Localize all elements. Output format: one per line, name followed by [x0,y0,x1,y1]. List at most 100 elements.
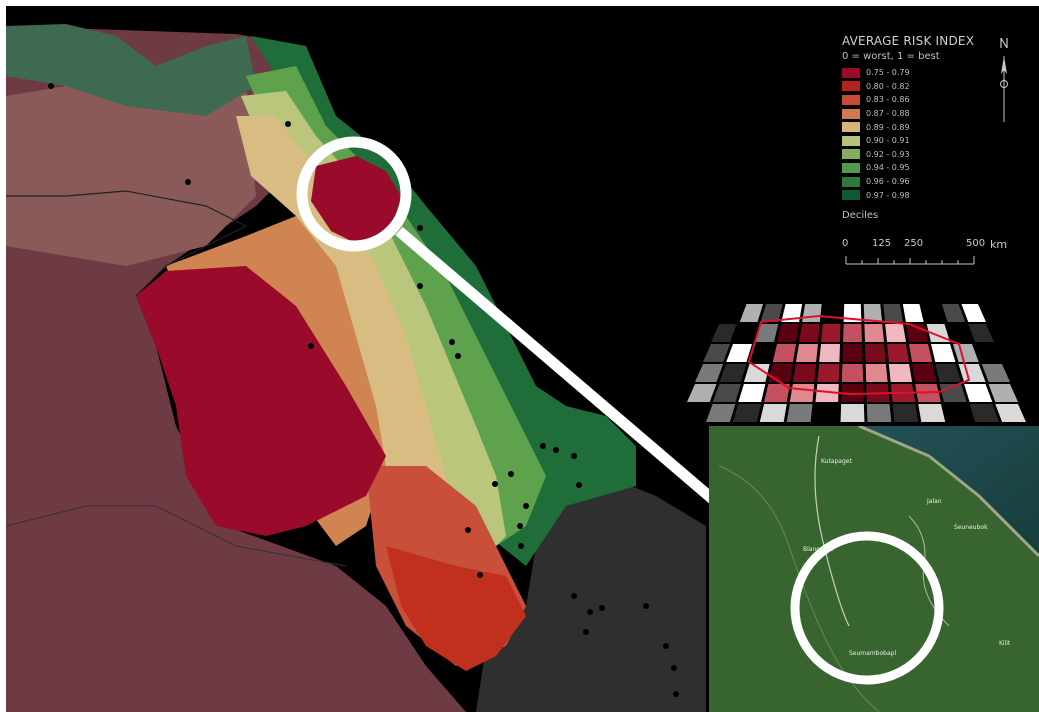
legend-class-row: 0.80 - 0.82 [842,80,1032,94]
neighbor-land-north [6,24,256,116]
legend-class-row: 0.89 - 0.89 [842,120,1032,134]
risk-zone-091 [241,91,506,566]
north-arrow-icon [1000,37,1008,122]
legend-classification: Deciles [842,209,879,221]
legend-class-label: 0.87 - 0.88 [866,109,910,119]
legend-class-row: 0.75 - 0.79 [842,66,1032,80]
grid-tile [968,324,994,342]
scale-tick-0: 0 [842,238,849,249]
neighbor-land-gray [476,476,706,712]
grid-tile [703,344,730,362]
legend-swatch [842,162,860,173]
legend-swatch [842,67,860,78]
grid-tile [789,384,815,402]
legend-swatch [842,176,860,187]
highlight-circle-map [296,136,412,252]
grid-tile [795,344,818,362]
grid-tile [941,304,966,322]
grid-tile [719,364,747,382]
legend-class-row: 0.96 - 0.96 [842,175,1032,189]
grid-tile [887,344,910,362]
grid-tile [772,344,796,362]
grid-tile [964,384,993,402]
grid-tile [821,324,841,342]
grid-tile [840,404,865,422]
district-boundary [6,505,347,567]
grid-tile [981,364,1010,382]
settlement-points [48,83,679,697]
legend-swatch [842,81,860,92]
grid-tile [687,384,717,402]
legend-class-row: 0.83 - 0.86 [842,93,1032,107]
legend-class-row: 0.92 - 0.93 [842,148,1032,162]
grid-tile [866,404,892,422]
neighbor-land-west [6,76,256,266]
satellite-label: Kilit [999,640,1011,647]
scale-tick-250: 250 [904,238,924,249]
legend-class-label: 0.75 - 0.79 [866,68,910,78]
map-figure: AVERAGE RISK INDEX 0 = worst, 1 = best 0… [6,6,1039,712]
map-legend: AVERAGE RISK INDEX 0 = worst, 1 = best 0… [842,34,1032,221]
grid-tile [931,344,956,362]
risk-zone-080 [386,546,526,671]
risk-zone-075 [136,266,386,536]
grid-tile [841,364,864,382]
legend-class-row: 0.97 - 0.98 [842,188,1032,202]
grid-tile [865,364,888,382]
grid-tile [760,304,783,322]
grid-tile [817,364,840,382]
legend-title: AVERAGE RISK INDEX [842,34,975,48]
grid-tile [902,304,924,322]
grid-tile [743,364,770,382]
scale-line [845,256,975,265]
grid-tile [885,324,906,342]
grid-inset [687,304,1026,422]
satellite-label: Jalan [927,498,942,505]
grid-tile [883,304,903,322]
grid-tile [738,384,766,402]
legend-swatch [842,190,860,201]
grid-tile [802,304,822,322]
grid-tile [995,404,1026,422]
grid-tile [892,404,919,422]
grid-tile [739,304,764,322]
grid-tile [768,364,793,382]
choropleth-map [6,24,810,712]
province-boundary [6,190,248,297]
grid-tile [815,384,839,402]
grid-tile [799,324,820,342]
grid-tile [863,304,883,322]
grid-tile [864,324,884,342]
grid-tile [759,404,787,422]
legend-class-row: 0.90 - 0.91 [842,134,1032,148]
grid-tile [888,364,913,382]
grid-tile [705,404,736,422]
legend-class-label: 0.92 - 0.93 [866,149,910,159]
legend-class-label: 0.90 - 0.91 [866,136,910,146]
legend-class-label: 0.83 - 0.86 [866,95,910,105]
grid-tile [969,404,1000,422]
grid-tile [777,324,800,342]
legend-swatch [842,108,860,119]
grid-tile [819,344,840,362]
scale-tick-125: 125 [872,238,892,249]
legend-class-label: 0.96 - 0.96 [866,177,910,187]
grid-tile [958,364,986,382]
grid-tile [912,364,937,382]
grid-tile [843,304,862,322]
grid-tile [786,404,813,422]
grid-tile [918,404,946,422]
grid-tile [712,384,741,402]
grid-tile [711,324,737,342]
scale-tick-500: 500 [966,238,986,249]
legend-class-row: 0.87 - 0.88 [842,107,1032,121]
grid-tile [732,404,762,422]
grid-tile [842,344,863,362]
grid-tile [843,324,862,342]
grid-region-outline [747,314,971,396]
satellite-inset: Kutapaget Blangmee Seuneubok Jalan Seuma… [709,426,1039,712]
legend-class-label: 0.89 - 0.89 [866,122,910,132]
scale-bar: 0 125 250 500 km [842,238,1012,270]
grid-tile [755,324,779,342]
